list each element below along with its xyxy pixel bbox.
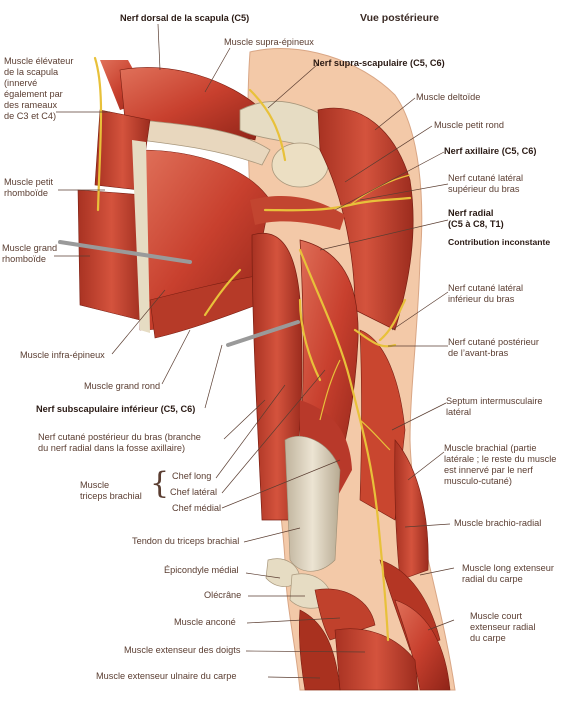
label-grand-rhomboide-1: Muscle grand (2, 243, 58, 253)
label-nerf-dorsal: Nerf dorsal de la scapula (C5) (120, 13, 250, 23)
label-elevateur-4: également par (4, 89, 63, 99)
ext-carpi-radialis-brevis (394, 599, 451, 691)
label-supra-epineux: Muscle supra-épineux (224, 37, 314, 47)
label-contribution: Contribution inconstante (448, 237, 551, 247)
label-elevateur-6: de C3 et C4) (4, 111, 57, 121)
humeral-head (271, 142, 329, 188)
label-chef-long: Chef long (172, 471, 212, 481)
label-court-ext-2: extenseur radial (470, 622, 536, 632)
label-cut-post-avb-2: de l’avant-bras (448, 348, 509, 358)
label-brachial-3: est innervé par le nerf (444, 465, 533, 475)
label-brachio-radial: Muscle brachio-radial (454, 518, 542, 528)
lat-cut-inf-nerve (378, 298, 407, 342)
label-cut-post-bras-1: Nerf cutané postérieur du bras (branche (38, 432, 201, 442)
label-grand-rond: Muscle grand rond (84, 381, 161, 391)
label-cut-post-bras-2: du nerf radial dans la fosse axillaire) (38, 443, 186, 453)
label-cut-lat-inf-2: inférieur du bras (448, 294, 515, 304)
label-cut-lat-sup-1: Nerf cutané latéral (448, 173, 524, 183)
deltoid (317, 107, 414, 331)
label-brachial-1: Muscle brachial (partie (444, 443, 537, 453)
label-nerf-subscap: Nerf subscapulaire inférieur (C5, C6) (36, 404, 196, 414)
label-chef-lateral: Chef latéral (170, 487, 217, 497)
label-olecrane: Olécrâne (204, 590, 242, 600)
label-long-ext-2: radial du carpe (462, 574, 523, 584)
radial-branch-2 (359, 419, 391, 451)
label-triceps-2: triceps brachial (80, 491, 142, 501)
label-triceps-1: Muscle (80, 480, 110, 490)
label-nerf-supra-scap: Nerf supra-scapulaire (C5, C6) (313, 58, 445, 68)
label-elevateur-1: Muscle élévateur (4, 56, 74, 66)
label-cut-lat-sup-2: supérieur du bras (448, 184, 520, 194)
dorsal-scapular-nerve (93, 56, 103, 212)
view-title: Vue postérieure (360, 12, 439, 24)
label-chef-medial: Chef médial (172, 503, 222, 513)
scapula-border (132, 140, 150, 333)
label-elevateur-2: de la scapula (4, 67, 59, 77)
post-cut-arm-nerve (298, 298, 322, 382)
label-long-ext-1: Muscle long extenseur (462, 563, 554, 573)
label-nerf-axillaire: Nerf axillaire (C5, C6) (444, 146, 537, 156)
anconeus (314, 588, 376, 641)
label-infra-epineux: Muscle infra-épineux (20, 350, 105, 360)
label-ext-doigts: Muscle extenseur des doigts (124, 645, 241, 655)
retractor-lower (226, 320, 300, 347)
label-cut-post-avb-1: Nerf cutané postérieur (448, 337, 539, 347)
scapula-spine (139, 119, 271, 166)
leader-lines (54, 23, 455, 679)
label-brachial-4: musculo-cutané) (444, 476, 512, 486)
label-septum-1: Septum intermusculaire (446, 396, 543, 406)
radial-branch-1 (319, 359, 341, 421)
triceps-brace: { (150, 466, 170, 501)
label-elevateur-3: (innervé (4, 78, 38, 88)
nerves (93, 56, 412, 642)
label-deltoide: Muscle deltoïde (416, 92, 481, 102)
label-petit-rhomboide-1: Muscle petit (4, 177, 54, 187)
teres-minor (250, 195, 345, 230)
lower-subscap-nerve (203, 268, 242, 317)
radial-nerve (298, 248, 390, 642)
label-ancone: Muscle anconé (174, 617, 236, 627)
suprascapular-nerve (248, 88, 287, 162)
label-cut-lat-inf-1: Nerf cutané latéral (448, 283, 524, 293)
triceps-tendon (284, 436, 341, 572)
label-elevateur-5: des rameaux (4, 100, 58, 110)
label-septum-2: latéral (446, 407, 472, 417)
label-epicondyle: Épicondyle médial (164, 565, 239, 575)
label-ext-ulnaire: Muscle extenseur ulnaire du carpe (96, 671, 237, 681)
axillary-nerve (263, 196, 412, 212)
label-grand-rhomboide-2: rhomboïde (2, 254, 46, 264)
label-petit-rond: Muscle petit rond (434, 120, 504, 130)
brachioradialis (394, 439, 429, 581)
ext-carpi-ulnaris (298, 609, 341, 691)
label-court-ext-3: du carpe (470, 633, 506, 643)
label-nerf-radial-1: Nerf radial (448, 208, 494, 218)
label-brachial-2: latérale ; le reste du muscle (444, 454, 557, 464)
label-petit-rhomboide-2: rhomboïde (4, 188, 48, 198)
retractor-upper (58, 240, 192, 264)
label-court-ext-1: Muscle court (470, 611, 523, 621)
extensor-digitorum (334, 628, 419, 691)
label-tendon-triceps: Tendon du triceps brachial (132, 536, 240, 546)
label-nerf-radial-2: (C5 à C8, T1) (448, 219, 504, 229)
